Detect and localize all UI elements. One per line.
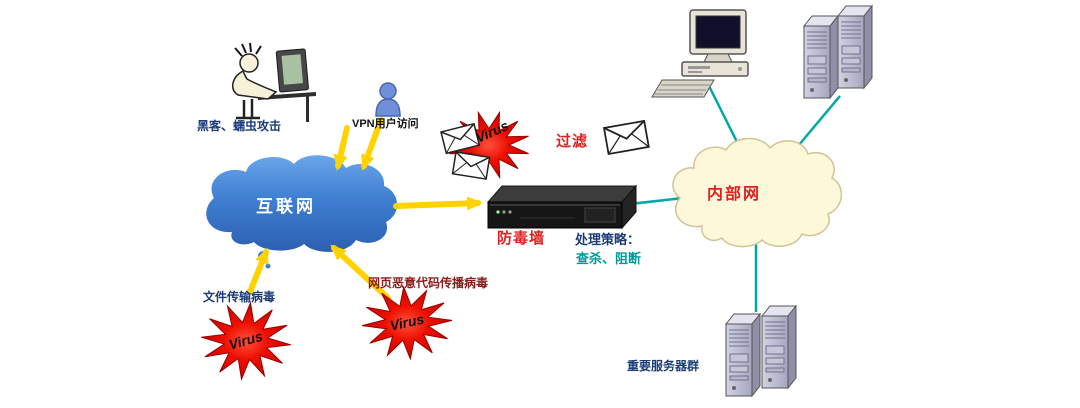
- internet-cloud-label: 互联网: [256, 197, 316, 216]
- strategy-title-label: 处理策略：: [575, 232, 641, 247]
- vpn-user-icon: [375, 82, 401, 117]
- server-towers-icon: [803, 5, 873, 99]
- hacker-head: [239, 53, 259, 73]
- filter-label: 过滤: [556, 133, 589, 150]
- internal-network-cloud-shape: [672, 137, 842, 248]
- monitor-screen: [695, 15, 741, 49]
- firewall-appliance-icon: [486, 184, 638, 230]
- file-virus-label: 文件传输病毒: [203, 290, 276, 304]
- attack-arrow-hacker: [333, 125, 350, 171]
- envelope-icon: [603, 120, 650, 155]
- firewall-label: 防毒墙: [497, 230, 546, 247]
- hacker-workstation-icon: [231, 42, 316, 122]
- hacker-hair: [234, 42, 262, 57]
- hacker-attack-label: 黑客、蠕虫攻击: [197, 119, 282, 133]
- desktop-computer-icon: [651, 9, 749, 98]
- attack-arrow-web-virus: [330, 244, 391, 301]
- envelope-icon: [451, 151, 491, 180]
- strategy-actions-label: 查杀、阻断: [576, 251, 642, 266]
- vpn-user-label: VPN用户访问: [352, 118, 419, 130]
- internal-network-label: 内部网: [707, 186, 762, 203]
- virus-burst-label: Virus: [388, 311, 425, 334]
- hacker-monitor-screen: [281, 54, 304, 85]
- hacker-body: [231, 69, 278, 100]
- virus-burst-icon-left: [201, 301, 291, 381]
- server-group-icon: [725, 305, 797, 397]
- server-group-label: 重要服务器群: [627, 359, 700, 373]
- arrow-internet-to-firewall: [393, 196, 483, 211]
- attack-arrow-vpn: [361, 117, 384, 171]
- cloud-tail-dot-small: [265, 263, 271, 269]
- keyboard: [651, 79, 715, 98]
- web-virus-label: 网页恶意代码传播病毒: [368, 276, 489, 290]
- attack-arrow-file-virus: [247, 247, 269, 295]
- virus-burst-icon-middle: [361, 285, 453, 361]
